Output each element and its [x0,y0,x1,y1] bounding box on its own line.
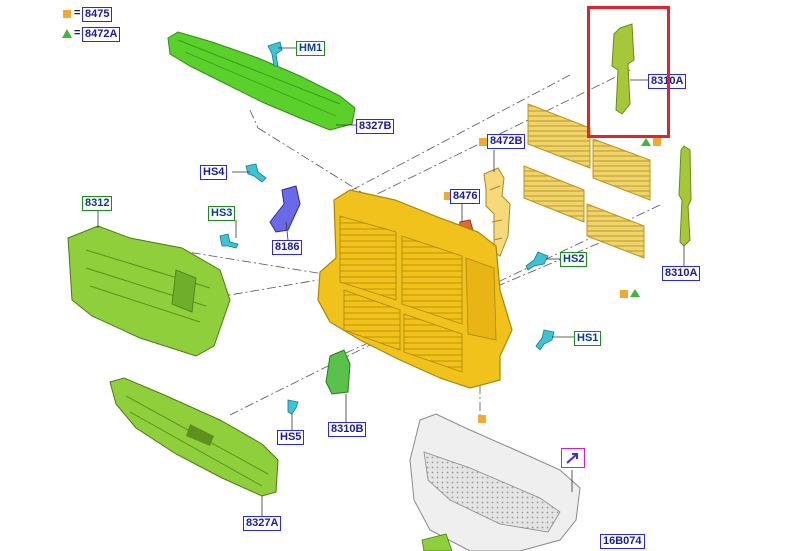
callout-hm1[interactable]: HM1 [296,41,326,56]
callout-8312[interactable]: 8312 [82,196,113,211]
part-8327a-deflector [109,377,279,497]
part-8310b [325,349,351,395]
part-8472b-bracket [483,167,511,257]
fastener-hs1 [535,329,555,351]
callout-8476[interactable]: 8476 [450,189,481,204]
part-8310a-upper [611,23,635,115]
callout-8327b[interactable]: 8327B [356,119,395,134]
callout-hs2[interactable]: HS2 [560,252,588,267]
legend-equals: = [74,7,81,19]
fastener-hs5 [287,399,299,415]
callout-hs4[interactable]: HS4 [200,165,228,180]
part-8310a-right [678,145,692,247]
callout-8186[interactable]: 8186 [272,240,303,255]
green-triangle-icon [62,29,72,38]
callout-hs3[interactable]: HS3 [208,206,236,221]
fastener-hs2 [525,251,549,271]
fastener-hs3 [219,233,239,249]
callout-16b074[interactable]: 16B074 [600,534,645,549]
legend-equals: = [74,27,81,39]
part-front-bumper [409,413,581,551]
arrow-up-right-icon [566,453,578,464]
selection-highlight [587,6,670,138]
callout-8310a-right[interactable]: 8310A [662,266,701,281]
part-8186-clip [269,185,301,233]
legend-code-8475: 8475 [82,7,113,22]
callout-8310b[interactable]: 8310B [328,422,367,437]
indicator-marks [444,138,661,423]
callout-hs1[interactable]: HS1 [574,331,602,346]
part-active-grille-shutter [317,189,513,389]
callout-hs5[interactable]: HS5 [277,430,305,445]
link-arrow-callout[interactable] [561,448,585,468]
part-8312-duct [67,225,231,357]
callout-8472b[interactable]: 8472B [487,134,526,149]
fastener-hs4 [245,163,267,183]
callout-leaders [97,47,685,516]
part-8327b-deflector [167,31,356,131]
legend-code-8472a: 8472A [82,27,121,42]
callout-8327a[interactable]: 8327A [243,516,282,531]
fastener-hm1 [267,41,283,67]
part-shutter-slats [523,103,651,259]
orange-square-icon [63,10,71,18]
